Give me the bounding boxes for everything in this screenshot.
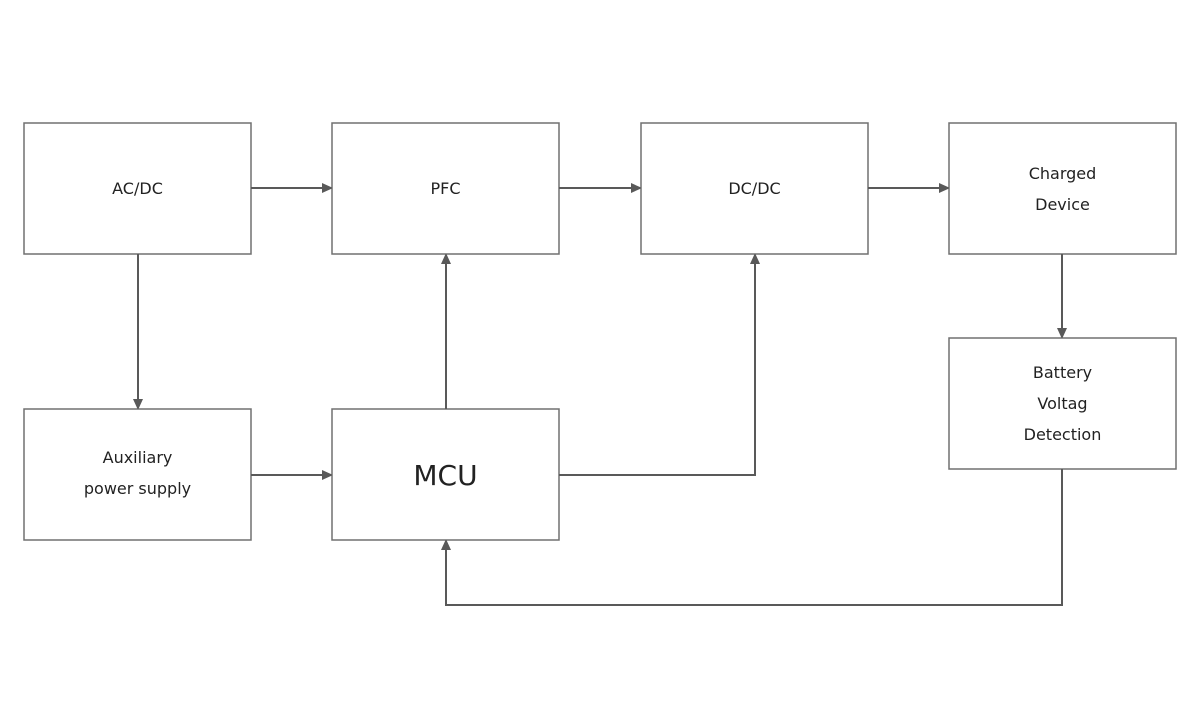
block-label: Charged (1029, 164, 1097, 183)
block-auxiliary-power-supply: Auxiliary power supply (23, 408, 252, 541)
block-mcu: MCU (331, 408, 560, 541)
block-label: AC/DC (112, 179, 163, 198)
block-label: Battery (1033, 363, 1092, 382)
block-acdc: AC/DC (23, 122, 252, 255)
block-dcdc: DC/DC (640, 122, 869, 255)
block-label: PFC (430, 179, 460, 198)
block-label: Device (1035, 195, 1090, 214)
block-label: MCU (413, 459, 477, 492)
block-label: Voltag (1037, 394, 1087, 413)
block-charged-device: Charged Device (948, 122, 1177, 255)
block-label: Auxiliary (103, 448, 173, 467)
arrow-mcu-to-dcdc (559, 255, 755, 476)
block-label: DC/DC (728, 179, 780, 198)
block-label: Detection (1024, 425, 1102, 444)
arrow-battery-to-mcu (446, 469, 1063, 606)
block-pfc: PFC (331, 122, 560, 255)
block-label: power supply (84, 479, 191, 498)
block-battery-voltage-detection: Battery Voltag Detection (948, 337, 1177, 470)
